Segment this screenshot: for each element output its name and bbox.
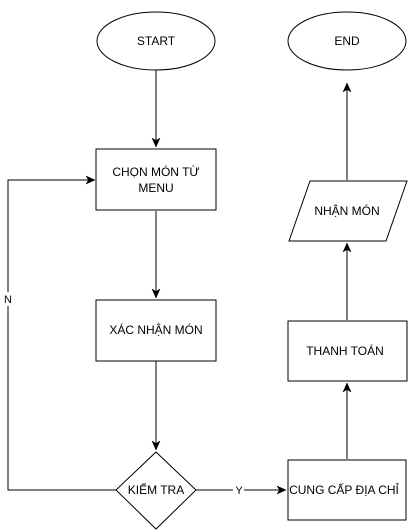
select-dish-label-line-2: MENU <box>138 181 173 195</box>
confirm-dish-node[interactable] <box>95 299 217 362</box>
receive-dish-node[interactable] <box>288 180 408 242</box>
end-node-label: END <box>334 34 360 48</box>
provide-address-node[interactable] <box>287 459 407 521</box>
provide-address-label: CUNG CẤP ĐỊA CHỈ <box>289 482 399 497</box>
start-node-label: START <box>137 34 176 48</box>
edge-label-yes-bg <box>233 484 244 497</box>
edge-label-no-bg <box>2 292 13 306</box>
check-decision-node[interactable] <box>115 451 197 530</box>
payment-label: THANH TOÁN <box>306 343 384 358</box>
edge-label-no: N <box>4 294 12 306</box>
edge-check-no-loop <box>7 180 116 491</box>
edge-label-yes: Y <box>235 485 243 497</box>
select-dish-node[interactable] <box>95 148 217 211</box>
start-node[interactable] <box>96 11 216 71</box>
payment-node[interactable] <box>287 320 408 382</box>
select-dish-label-line-1: CHỌN MÓN TỪ <box>112 164 199 179</box>
confirm-dish-label: XÁC NHẬN MÓN <box>109 322 202 337</box>
end-node[interactable] <box>287 11 407 71</box>
receive-dish-label: NHẬN MÓN <box>314 203 379 218</box>
check-decision-label: KIỂM TRA <box>128 482 184 497</box>
